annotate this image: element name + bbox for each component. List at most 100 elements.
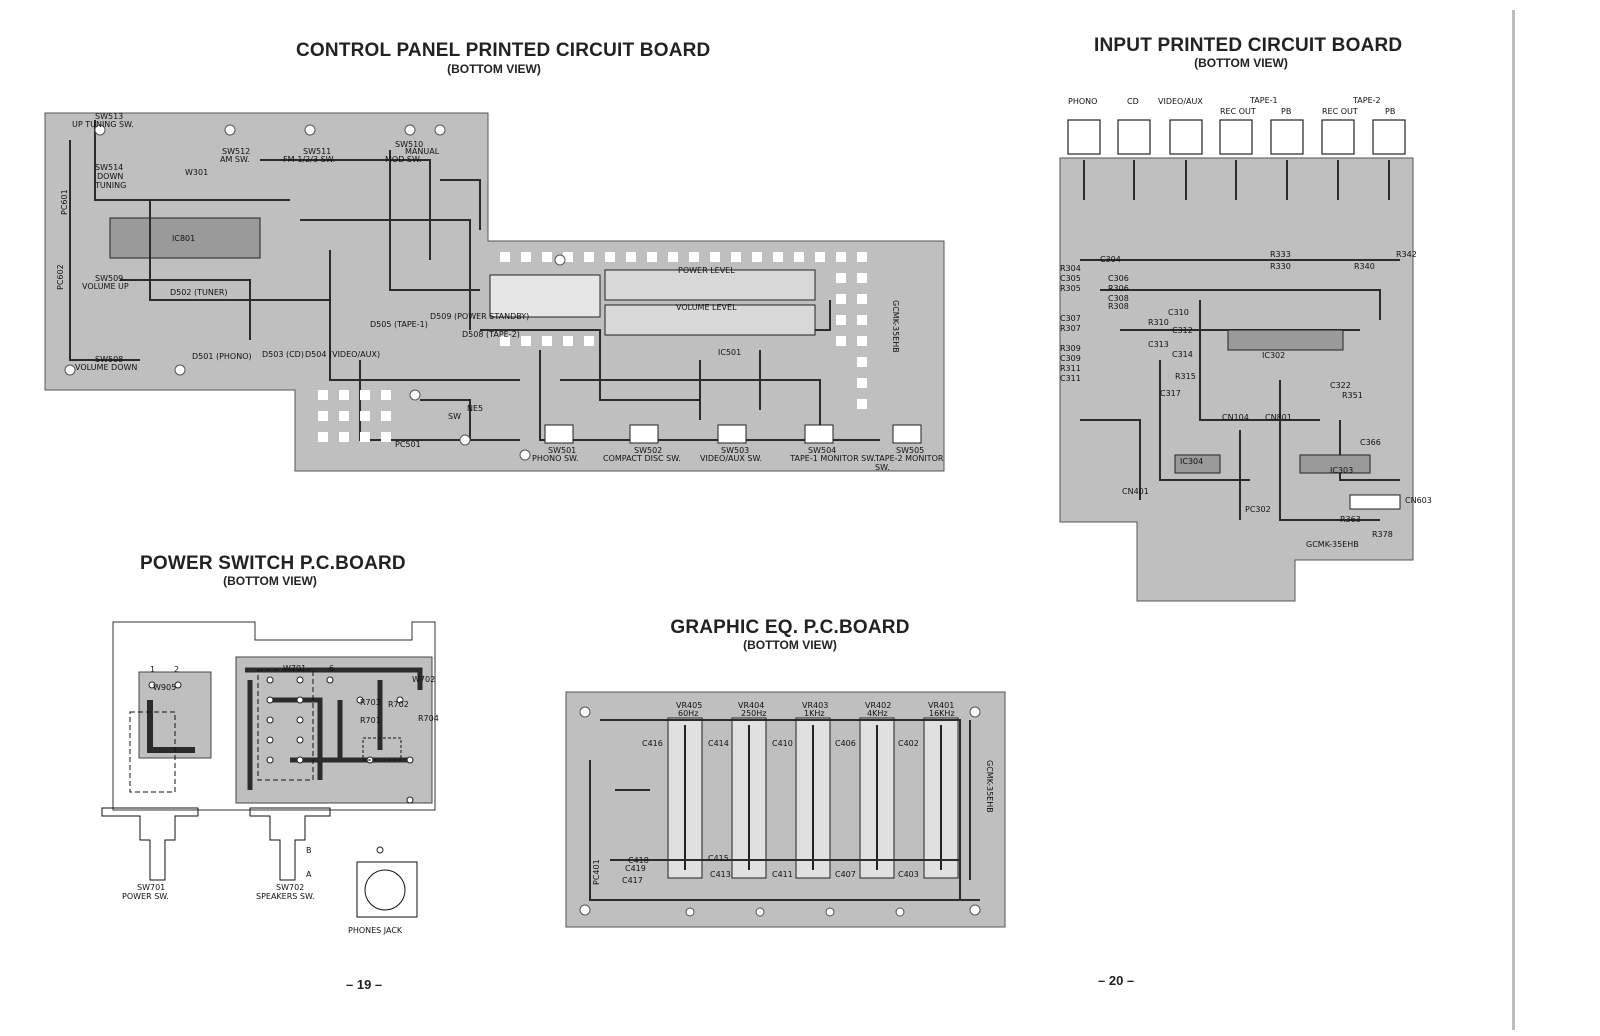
pad xyxy=(689,252,699,262)
eq-label: C419 xyxy=(625,864,646,873)
ib-label: R308 xyxy=(1108,302,1129,311)
ib-label: R311 xyxy=(1060,364,1081,373)
ib-label: R333 xyxy=(1270,250,1291,259)
ib-label: C312 xyxy=(1172,326,1193,335)
cp-label: NE5 xyxy=(467,404,484,413)
ib-label: C313 xyxy=(1148,340,1169,349)
pad xyxy=(521,252,531,262)
ib-label: C309 xyxy=(1060,354,1081,363)
ib-label: CN801 xyxy=(1265,413,1292,422)
ib-label: R351 xyxy=(1342,391,1363,400)
ps-label: B xyxy=(306,846,312,855)
cp-label: SW502 xyxy=(634,446,663,455)
pad xyxy=(857,357,867,367)
pad xyxy=(857,294,867,304)
ib-label: PC302 xyxy=(1245,505,1271,514)
cp-label: SW514 xyxy=(95,163,124,172)
pad xyxy=(710,252,720,262)
pad xyxy=(836,336,846,346)
control-panel-board-svg xyxy=(44,112,945,472)
pad xyxy=(857,273,867,283)
ib-label: R304 xyxy=(1060,264,1081,273)
graphic-eq-subtitle: (BOTTOM VIEW) xyxy=(743,638,837,652)
cp-label: SW513 xyxy=(95,112,124,121)
ps-label: R704 xyxy=(418,714,439,723)
cp-label: PHONO SW. xyxy=(532,454,579,463)
pad xyxy=(773,252,783,262)
jack-label: PB xyxy=(1281,107,1292,116)
eq-label: VR405 xyxy=(676,701,703,710)
cp-label: D508 (TAPE-2) xyxy=(462,330,520,339)
ps-label: R701 xyxy=(360,716,381,725)
ps-label: 1 xyxy=(150,665,156,674)
power-switch-board: W905 W701 W702 SW701 POWER SW. SW702 SPE… xyxy=(0,0,460,950)
eq-label: C417 xyxy=(622,876,643,885)
cp-label: D502 (TUNER) xyxy=(170,288,228,297)
cp-label: D503 (CD) xyxy=(262,350,304,359)
pad xyxy=(857,252,867,262)
cp-label: POWER LEVEL xyxy=(678,266,735,275)
pad xyxy=(731,252,741,262)
ps-label: 2 xyxy=(174,665,180,674)
pad xyxy=(381,411,391,421)
ib-label: R363 xyxy=(1340,515,1361,524)
eq-label: C413 xyxy=(710,870,731,879)
ib-label: R340 xyxy=(1354,262,1375,271)
pad xyxy=(752,252,762,262)
ib-label: R305 xyxy=(1060,284,1081,293)
jack-label: REC OUT xyxy=(1220,107,1256,116)
pad xyxy=(563,336,573,346)
eq-label: PC401 xyxy=(592,859,601,885)
ib-label: C311 xyxy=(1060,374,1081,383)
cp-label: SW511 xyxy=(303,147,332,156)
ib-label: C307 xyxy=(1060,314,1081,323)
cp-label: VOLUME DOWN xyxy=(75,363,138,372)
pad xyxy=(584,252,594,262)
eq-label: C403 xyxy=(898,870,919,879)
eq-label: C418 xyxy=(628,856,649,865)
control-panel-board: SW513 UP TUNING SW. SW512 AM SW. SW511 F… xyxy=(0,0,960,480)
jack-label: REC OUT xyxy=(1322,107,1358,116)
pad xyxy=(521,336,531,346)
cp-label: D504 (VIDEO/AUX) xyxy=(305,350,381,359)
pad xyxy=(605,252,615,262)
eq-label: C407 xyxy=(835,870,856,879)
eq-label: C406 xyxy=(835,739,856,748)
eq-label: VR402 xyxy=(865,701,892,710)
ps-label: SW702 xyxy=(276,883,305,892)
pad xyxy=(857,378,867,388)
cp-label: D505 (TAPE-1) xyxy=(370,320,428,329)
cp-label: TAPE-1 MONITOR SW. xyxy=(790,454,876,463)
cp-label: PC501 xyxy=(395,440,421,449)
ib-label: R310 xyxy=(1148,318,1169,327)
ib-label: R378 xyxy=(1372,530,1393,539)
cp-label: TUNING xyxy=(95,181,127,190)
pad xyxy=(857,336,867,346)
ib-label: IC302 xyxy=(1262,351,1286,360)
ib-label: C366 xyxy=(1360,438,1381,447)
ib-label: CN603 xyxy=(1405,496,1432,505)
eq-label: 60Hz xyxy=(678,709,699,718)
cp-label: SW503 xyxy=(721,446,750,455)
eq-label: C411 xyxy=(772,870,793,879)
ib-label: C304 xyxy=(1100,255,1121,264)
cp-label: MANUAL xyxy=(405,147,440,156)
ps-label: R703 xyxy=(360,698,381,707)
pad xyxy=(318,432,328,442)
pad xyxy=(500,252,510,262)
ib-label: R342 xyxy=(1396,250,1417,259)
power-switch-title: POWER SWITCH P.C.BOARD xyxy=(140,553,406,574)
cp-label: D509 (POWER STANDBY) xyxy=(430,312,530,321)
cp-label: UP TUNING SW. xyxy=(72,120,134,129)
pad xyxy=(563,252,573,262)
power-switch-board-svg xyxy=(101,621,436,918)
ib-label: R307 xyxy=(1060,324,1081,333)
ib-label: C306 xyxy=(1108,274,1129,283)
pad xyxy=(339,411,349,421)
cp-label: SW512 xyxy=(222,147,251,156)
ps-label: POWER SW. xyxy=(122,892,169,901)
page-number-right: – 20 – xyxy=(1098,973,1135,988)
pad xyxy=(360,432,370,442)
control-panel-title: CONTROL PANEL PRINTED CIRCUIT BOARD xyxy=(296,40,711,61)
cp-label: TAPE-2 MONITOR SW. xyxy=(875,454,944,472)
